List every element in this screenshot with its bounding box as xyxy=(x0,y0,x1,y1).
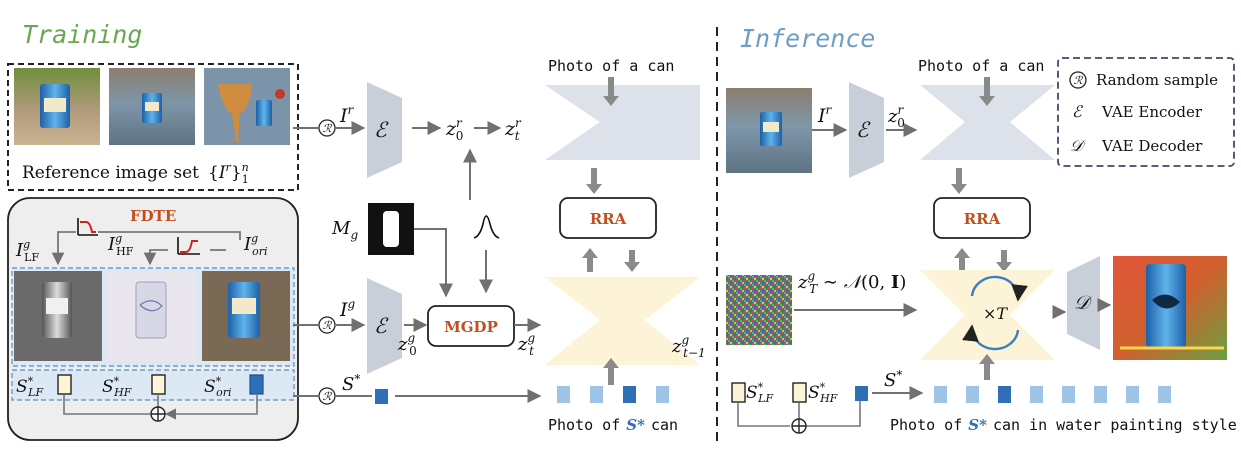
lowpass-filter-icon xyxy=(77,218,98,236)
label-s-lf-inference: S*LF xyxy=(746,381,773,405)
rra-block-inference xyxy=(933,197,1031,239)
token-s-star-training xyxy=(375,389,388,404)
token-s-lf xyxy=(57,374,72,395)
label-s-star: S* xyxy=(342,372,360,395)
encoder-training-ref xyxy=(367,82,402,178)
legend-item-random-sample: ℛ Random sample xyxy=(1069,71,1218,89)
encoder-symbol-inference: ℰ xyxy=(856,118,871,142)
random-sample-icon-s: ℛ xyxy=(318,387,336,405)
training-header: Training xyxy=(22,20,142,49)
loop-label: ×T xyxy=(983,304,1008,323)
fdte-title: FDTE xyxy=(130,207,176,225)
svg-text:ℛ: ℛ xyxy=(323,122,333,135)
label-i-r: Ir xyxy=(339,103,355,127)
unet-generation-training xyxy=(545,277,700,365)
random-sample-icon-ig: ℛ xyxy=(318,316,336,334)
decoder-symbol: 𝒟 xyxy=(1074,292,1093,314)
svg-text:ℰ: ℰ xyxy=(1072,102,1084,121)
svg-text:ℛ: ℛ xyxy=(323,319,333,332)
lowfreq-image xyxy=(14,271,102,361)
random-sample-icon-ir: ℛ xyxy=(318,119,336,137)
svg-text:ℛ: ℛ xyxy=(323,390,333,403)
reference-image-glass xyxy=(204,68,290,145)
label-i-g: Ig xyxy=(339,297,356,321)
decoder-inference xyxy=(1067,256,1100,350)
legend-item-vae-encoder: ℰ VAE Encoder xyxy=(1072,102,1203,121)
rra-label-inference: RRA xyxy=(964,210,1001,228)
reference-image-rock xyxy=(14,68,100,145)
label-i-r-inference: Ir xyxy=(817,103,833,127)
gaussian-noise-icon xyxy=(473,215,500,239)
label-s-hf: S*HF xyxy=(102,375,132,399)
svg-text:𝒟: 𝒟 xyxy=(1070,136,1086,155)
encoder-training-gen xyxy=(367,278,402,374)
legend-item-vae-decoder: 𝒟 VAE Decoder xyxy=(1070,136,1203,155)
noise-image xyxy=(726,275,792,345)
encoder-symbol-gen: ℰ xyxy=(374,314,389,338)
token-s-lf-inference xyxy=(731,382,746,403)
token-s-star-inference xyxy=(855,386,868,401)
inference-reference-image xyxy=(726,88,812,173)
prompt-top-training: Photo of a can xyxy=(548,57,674,75)
prompt-token-row-training xyxy=(557,386,669,403)
highpass-filter-icon xyxy=(177,237,200,255)
loop-icon xyxy=(962,275,1028,351)
prompt-top-inference: Photo of a can xyxy=(918,57,1044,75)
mask-image xyxy=(368,203,414,255)
prompt-token-row-inference xyxy=(934,386,1171,403)
sum-operator-inference xyxy=(791,418,807,434)
sum-operator-training xyxy=(150,406,166,422)
label-m-g: Mg xyxy=(331,218,358,242)
reference-image-lake xyxy=(109,68,195,145)
encoder-symbol-ref: ℰ xyxy=(374,118,389,142)
token-s-hf-inference xyxy=(792,382,807,403)
encoder-inference xyxy=(849,82,884,178)
label-s-hf-inference: S*HF xyxy=(808,381,838,405)
rra-block-training xyxy=(559,197,657,239)
label-s-star-inference: S* xyxy=(884,368,902,391)
rra-label-training: RRA xyxy=(590,210,627,228)
token-s-hf xyxy=(151,374,166,395)
svg-text:VAE Decoder: VAE Decoder xyxy=(1101,137,1203,155)
legend-box xyxy=(1057,57,1235,167)
label-s-ori: S*ori xyxy=(204,375,232,399)
unet-reference-inference xyxy=(920,85,1055,160)
reference-caption: Reference image set xyxy=(22,163,199,183)
inference-header: Inference xyxy=(740,24,875,53)
original-image xyxy=(202,271,290,361)
svg-text:Random sample: Random sample xyxy=(1096,71,1218,89)
highfreq-image xyxy=(108,271,196,361)
output-painted-image xyxy=(1113,256,1227,360)
svg-text:ℛ: ℛ xyxy=(1074,74,1084,87)
token-s-ori xyxy=(249,374,264,395)
mgdp-label: MGDP xyxy=(444,318,498,336)
svg-text:VAE Encoder: VAE Encoder xyxy=(1101,103,1203,121)
